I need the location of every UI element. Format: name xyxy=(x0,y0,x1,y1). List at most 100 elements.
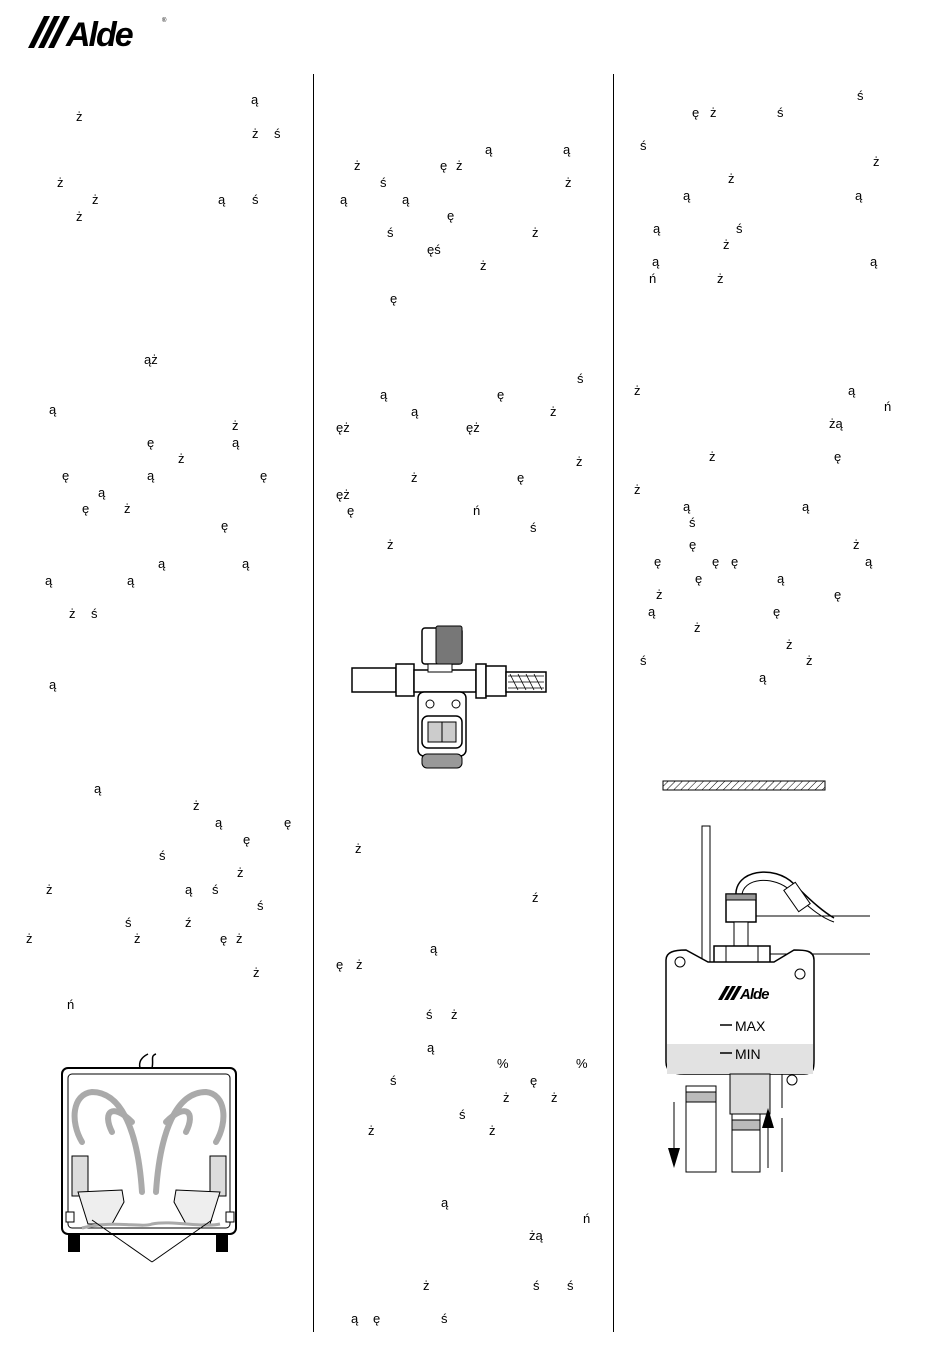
text-glyph: ż xyxy=(253,965,260,980)
text-glyph: ś xyxy=(91,606,98,621)
wall-plate-hatched xyxy=(662,780,826,791)
text-glyph: ą xyxy=(441,1195,449,1210)
text-glyph: ą xyxy=(411,404,419,419)
text-glyph: ń xyxy=(67,997,75,1012)
text-glyph: ż xyxy=(656,587,663,602)
svg-text:®: ® xyxy=(162,17,167,24)
text-glyph: ą xyxy=(648,604,656,619)
text-glyph: ą xyxy=(49,402,57,417)
text-glyph: ś xyxy=(159,848,166,863)
text-glyph: ą xyxy=(652,254,660,269)
text-glyph: ś xyxy=(577,371,584,386)
tank-max-label: MAX xyxy=(735,1018,766,1034)
text-glyph: ąż xyxy=(144,352,158,367)
text-glyph: ę xyxy=(517,470,525,485)
expansion-tank-illustration: Alde MAX MIN xyxy=(665,825,870,1173)
text-glyph: żą xyxy=(829,416,843,431)
text-glyph: ą xyxy=(759,670,767,685)
text-glyph: ż xyxy=(565,175,572,190)
text-glyph: ę xyxy=(731,554,739,569)
text-glyph: ż xyxy=(76,109,83,124)
text-glyph: ą xyxy=(94,781,102,796)
text-glyph: ż xyxy=(57,175,64,190)
text-glyph: ż xyxy=(551,1090,558,1105)
text-glyph: ż xyxy=(694,620,701,635)
tank-logo-text: Alde xyxy=(739,986,769,1003)
text-glyph: ż xyxy=(387,537,394,552)
text-glyph: ż xyxy=(456,158,463,173)
text-glyph: ż xyxy=(232,418,239,433)
text-glyph: ą xyxy=(185,882,193,897)
text-glyph: ń xyxy=(473,503,481,518)
text-glyph: ś xyxy=(257,898,264,913)
text-glyph: ą xyxy=(351,1311,359,1326)
text-glyph: ś xyxy=(777,105,784,120)
text-glyph: ą xyxy=(563,142,571,157)
text-glyph: ę xyxy=(390,291,398,306)
text-glyph: ś xyxy=(125,915,132,930)
text-glyph: ą xyxy=(158,556,166,571)
text-glyph: ż xyxy=(356,957,363,972)
text-glyph: ęż xyxy=(336,420,350,435)
valve-assembly-illustration xyxy=(351,625,547,769)
text-glyph: ą xyxy=(848,383,856,398)
text-glyph: ę xyxy=(440,158,448,173)
text-glyph: ś xyxy=(567,1278,574,1293)
text-glyph: ż xyxy=(193,798,200,813)
text-glyph: ś xyxy=(390,1073,397,1088)
text-glyph: ś xyxy=(441,1311,448,1326)
text-glyph: % xyxy=(497,1056,509,1071)
text-glyph: ę xyxy=(243,832,251,847)
text-glyph: ą xyxy=(49,677,57,692)
text-glyph: ą xyxy=(485,142,493,157)
text-glyph: ę xyxy=(147,435,155,450)
text-glyph: ż xyxy=(423,1278,430,1293)
text-glyph: ę xyxy=(220,931,228,946)
text-glyph: ż xyxy=(717,271,724,286)
text-glyph: ż xyxy=(806,653,813,668)
text-glyph: ę xyxy=(654,554,662,569)
text-glyph: ś xyxy=(426,1007,433,1022)
text-glyph: ś xyxy=(252,192,259,207)
alde-logo: Alde ® xyxy=(28,16,167,50)
text-glyph: ż xyxy=(550,404,557,419)
text-glyph: ż xyxy=(252,126,259,141)
text-glyph: ą xyxy=(430,941,438,956)
text-glyph: ś xyxy=(387,225,394,240)
text-glyph: ą xyxy=(98,485,106,500)
tank-min-label: MIN xyxy=(735,1046,761,1062)
text-glyph: ę xyxy=(712,554,720,569)
text-glyph: ę xyxy=(373,1311,381,1326)
text-glyph: ą xyxy=(865,554,873,569)
text-glyph: ą xyxy=(683,499,691,514)
text-glyph: ę xyxy=(773,604,781,619)
caravan-airflow-illustration xyxy=(61,1053,237,1263)
text-glyph: ż xyxy=(46,882,53,897)
text-glyph: ą xyxy=(340,192,348,207)
text-glyph: ą xyxy=(127,573,135,588)
text-glyph: ą xyxy=(427,1040,435,1055)
text-glyph: ę xyxy=(447,208,455,223)
text-glyph: ęż xyxy=(336,487,350,502)
text-glyph: ę xyxy=(336,957,344,972)
text-glyph: ż xyxy=(92,192,99,207)
text-glyph: ą xyxy=(870,254,878,269)
text-glyph: ś xyxy=(380,175,387,190)
text-glyph: ę xyxy=(347,503,355,518)
text-glyph: ś xyxy=(736,221,743,236)
text-glyph: ż xyxy=(853,537,860,552)
text-glyph: ą xyxy=(683,188,691,203)
text-glyph: ą xyxy=(380,387,388,402)
text-glyph: ż xyxy=(576,454,583,469)
text-glyph: ś xyxy=(640,653,647,668)
text-glyph: ś xyxy=(459,1107,466,1122)
text-glyph: ę xyxy=(530,1073,538,1088)
text-glyph: ń xyxy=(884,399,892,414)
text-glyph: ą xyxy=(402,192,410,207)
text-glyph: ż xyxy=(411,470,418,485)
text-glyph: ż xyxy=(237,865,244,880)
text-glyph: ą xyxy=(653,221,661,236)
text-glyph: ęś xyxy=(427,242,441,257)
text-glyph: ż xyxy=(532,225,539,240)
text-glyph: ą xyxy=(147,468,155,483)
